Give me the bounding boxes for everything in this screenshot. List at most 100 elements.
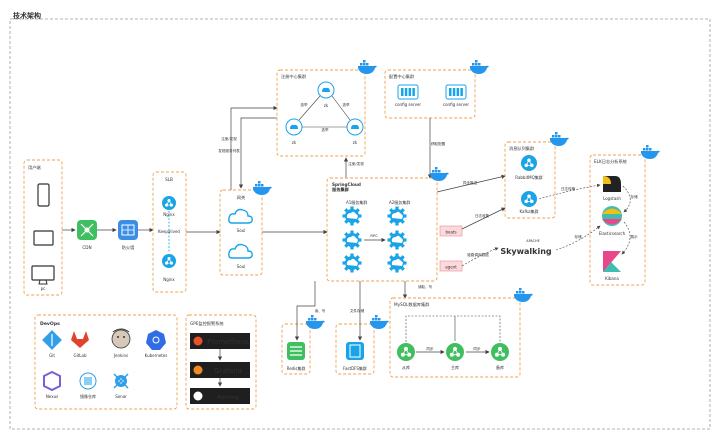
edge-label: 读、写 (315, 308, 326, 313)
edge-show (621, 221, 631, 255)
edge-log-transfer (538, 183, 601, 200)
client-device-label: pc (41, 286, 46, 291)
slb-title: SLB (165, 177, 173, 182)
edge-log-collect (461, 207, 506, 230)
slb-node-label: Nginx (163, 277, 175, 282)
devops-tool-label: Kubernetes (145, 353, 168, 358)
alerting-icon (190, 388, 250, 404)
service-gear-icon (342, 253, 362, 273)
fastdfs-icon (346, 342, 364, 360)
zk-edge-label: 选举 (321, 127, 329, 132)
config-server-label: config server (443, 102, 470, 107)
elasticsearch-icon (602, 206, 622, 226)
nexus-icon (43, 370, 61, 392)
monitor-tool-label: Grafana (214, 367, 242, 375)
edge-label: 获取配置 (431, 141, 446, 146)
rabbitmq-node (521, 155, 537, 171)
edge-label: 注册/发现 (348, 161, 364, 166)
soul-cloud (228, 243, 253, 259)
monitor-icon (31, 265, 55, 281)
monitor-box (185, 314, 257, 410)
gateway-title: 网关 (237, 194, 245, 201)
mysql-box (389, 297, 521, 378)
edge-label: 存储 (574, 234, 582, 239)
phone-icon (37, 183, 50, 207)
docker-icon (358, 60, 377, 74)
mysql-node-label: 从库 (402, 364, 410, 370)
rabbitmq-label: RabbitMQ集群 (515, 174, 543, 180)
devops-box (34, 314, 178, 410)
registry-box (276, 69, 366, 157)
edge-label: 读取、写 (418, 284, 433, 289)
zk-label: zk (353, 140, 358, 145)
client-title: 用户端 (28, 164, 41, 171)
prometheus-icon (190, 333, 250, 349)
zk-edge-label: 选举 (342, 102, 350, 107)
firewall-label: 防火墙 (122, 244, 135, 251)
keepalived-label: Keepalived (158, 229, 180, 234)
apache-label: APACHE (526, 239, 539, 243)
redis-icon (287, 342, 305, 360)
kafka-node (521, 191, 537, 207)
gateway-box (219, 189, 263, 276)
edge-label: 展示 (630, 234, 638, 239)
soul-label: Soul (237, 264, 246, 269)
zk-link (331, 95, 351, 121)
devops-tool-label: 镜像仓库 (80, 393, 96, 399)
rpc-label: RPC (370, 234, 378, 238)
gitlab-icon (71, 331, 89, 348)
zk-edge-label: 选举 (300, 102, 308, 107)
edge-label: 注册/发现 (221, 136, 237, 141)
redis-label: Redis集群 (287, 365, 306, 371)
cdn-icon (77, 220, 97, 240)
mq-box (504, 141, 556, 219)
mysql-title: MySQL数据库集群 (394, 301, 430, 308)
devops-tool-label: Jenkins (113, 353, 128, 358)
monitor-tool-label: Prometheus (207, 338, 249, 346)
zk-icon (290, 124, 298, 129)
elk-title: ELK日志分析系统 (594, 158, 627, 165)
kibana-icon (603, 251, 621, 272)
skywalking-logo: Skywalking (500, 247, 552, 256)
edge-label: 异步推送 (463, 180, 478, 185)
elasticsearch-label: Elasticsearch (599, 231, 626, 236)
mysql-node-label: 备库 (496, 364, 504, 370)
beats-label: beats (445, 230, 456, 235)
beats-tag (439, 225, 463, 237)
soul-cloud (228, 208, 253, 224)
soul-label: Soul (237, 228, 246, 233)
edge-label: 文件存储 (350, 308, 365, 313)
page-title: 技术架构 (13, 12, 41, 20)
zk-icon (351, 124, 359, 129)
devops-tool-label: Nexus (46, 394, 58, 399)
mysql-backup-link (405, 315, 501, 342)
agent-label: agent (445, 265, 457, 270)
docker-icon (306, 315, 325, 329)
config-server-icon (445, 84, 467, 100)
devops-tool-label: Git (49, 353, 55, 358)
service-gear-icon (342, 206, 362, 226)
sonar-icon (113, 373, 129, 389)
docker-icon (430, 167, 449, 181)
nginx-node (162, 254, 176, 268)
logstash-label: Logstash (603, 196, 621, 201)
config-title: 配置中心集群 (389, 73, 415, 80)
edge-mq-push (436, 174, 506, 193)
edge-label: 发现服务列表 (218, 148, 240, 153)
devops-tool-label: GitLab (74, 353, 87, 358)
jenkins-icon (111, 328, 131, 349)
service-gear-icon (387, 253, 407, 273)
docker-icon (253, 181, 272, 195)
kubernetes-icon (146, 330, 166, 350)
mysql-node-label: 主库 (451, 364, 459, 370)
docker-icon (550, 132, 569, 146)
git-icon (42, 330, 62, 350)
elk-box (589, 154, 646, 286)
springcloud-box (326, 177, 438, 282)
tablet-icon (33, 230, 54, 246)
mq-title: 消息队列集群 (509, 145, 535, 152)
outer-frame (9, 18, 711, 430)
edge-label: 日志收集 (475, 213, 490, 218)
grafana-icon (190, 362, 250, 378)
edge-label: 日志传输 (561, 186, 576, 191)
